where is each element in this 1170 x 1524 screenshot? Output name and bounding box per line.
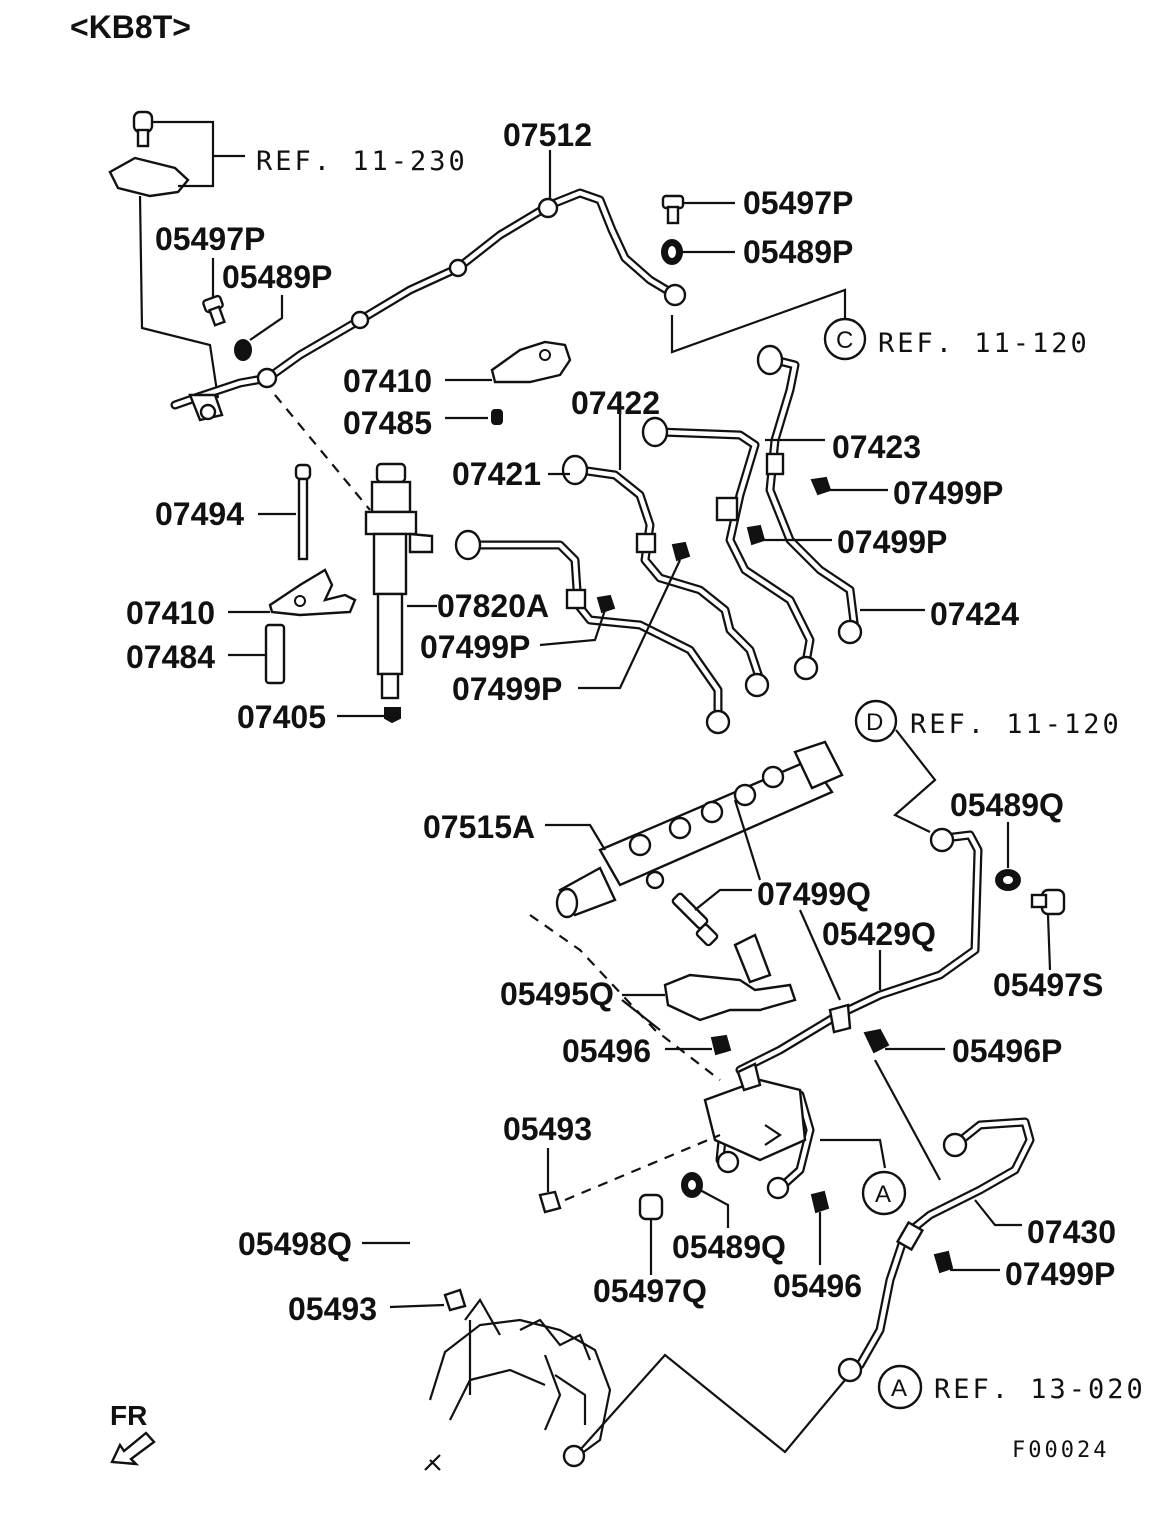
label-07422: 07422 xyxy=(571,385,660,421)
label-07499P-3: 07499P xyxy=(420,629,530,665)
label-05429Q: 05429Q xyxy=(822,916,936,952)
figure-code: F00024 xyxy=(1012,1438,1109,1463)
bracket-05495Q xyxy=(663,933,797,1022)
callout-a-circle: A xyxy=(875,1181,891,1208)
label-07485: 07485 xyxy=(343,405,432,441)
common-rail-07515A xyxy=(555,740,844,919)
label-07424: 07424 xyxy=(930,596,1019,632)
injection-pipe-07512 xyxy=(170,188,687,422)
ref-c-label: REF. 11-120 xyxy=(878,328,1090,359)
return-pipe-07430 xyxy=(837,1117,1035,1383)
label-07430: 07430 xyxy=(1027,1214,1116,1250)
ref-d-label: REF. 11-120 xyxy=(910,709,1122,740)
ref-c-circle: C xyxy=(836,327,853,354)
label-05496P: 05496P xyxy=(952,1033,1062,1069)
direction-label: FR xyxy=(110,1400,147,1431)
label-05493-top: 05493 xyxy=(503,1111,592,1147)
label-07499Q: 07499Q xyxy=(757,876,871,912)
ref-d-circle: D xyxy=(866,709,883,736)
label-05496-mid: 05496 xyxy=(562,1033,651,1069)
label-05497P-left: 05497P xyxy=(155,221,265,257)
label-07410-top: 07410 xyxy=(343,363,432,399)
supply-pump xyxy=(424,1298,846,1471)
label-07499P-5: 07499P xyxy=(1005,1256,1115,1292)
bolt-05497Q xyxy=(638,1193,664,1221)
injector-07820A xyxy=(274,394,434,724)
label-05498Q: 05498Q xyxy=(238,1226,352,1262)
label-07494: 07494 xyxy=(155,496,244,532)
label-05497P-top: 05497P xyxy=(743,185,853,221)
label-07423: 07423 xyxy=(832,429,921,465)
label-05489Q-right: 05489Q xyxy=(950,787,1064,823)
label-05489P-left: 05489P xyxy=(222,259,332,295)
hose-05498Q xyxy=(406,1206,519,1294)
injection-pipes xyxy=(454,344,863,735)
label-05497Q: 05497Q xyxy=(593,1273,707,1309)
ref-a-circle: A xyxy=(891,1375,907,1402)
clamp-bolt-group xyxy=(108,110,245,399)
label-07410-bottom: 07410 xyxy=(126,595,215,631)
label-05489P-top: 05489P xyxy=(743,234,853,270)
label-07405: 07405 xyxy=(237,699,326,735)
label-07421: 07421 xyxy=(452,456,541,492)
label-07484: 07484 xyxy=(126,639,215,675)
label-05497S: 05497S xyxy=(993,967,1103,1003)
label-05493-bottom: 05493 xyxy=(288,1291,377,1327)
pump-pipe-assembly xyxy=(703,1062,815,1200)
fuel-pipe-05429Q xyxy=(735,827,983,1075)
bolt-05497P-top xyxy=(661,194,735,225)
label-07820A: 07820A xyxy=(437,588,549,624)
washer-05489P-top xyxy=(661,239,735,265)
label-05495Q: 05495Q xyxy=(500,976,614,1012)
ref-11-230-label: REF. 11-230 xyxy=(256,146,468,177)
front-arrow-icon xyxy=(110,1431,156,1466)
label-07499P-2: 07499P xyxy=(837,524,947,560)
bolt-07499Q xyxy=(671,892,719,947)
ref-a-label: REF. 13-020 xyxy=(934,1374,1146,1405)
bolt-05497S xyxy=(1030,888,1066,916)
label-05489Q-bottom: 05489Q xyxy=(672,1229,786,1265)
label-07515A: 07515A xyxy=(423,809,535,845)
label-07499P-4: 07499P xyxy=(452,671,562,707)
bolt-05497P-left xyxy=(202,294,226,327)
label-05496-bottom: 05496 xyxy=(773,1268,862,1304)
model-header: <KB8T> xyxy=(70,9,191,45)
label-07512: 07512 xyxy=(503,117,592,153)
label-07499P-1: 07499P xyxy=(893,475,1003,511)
